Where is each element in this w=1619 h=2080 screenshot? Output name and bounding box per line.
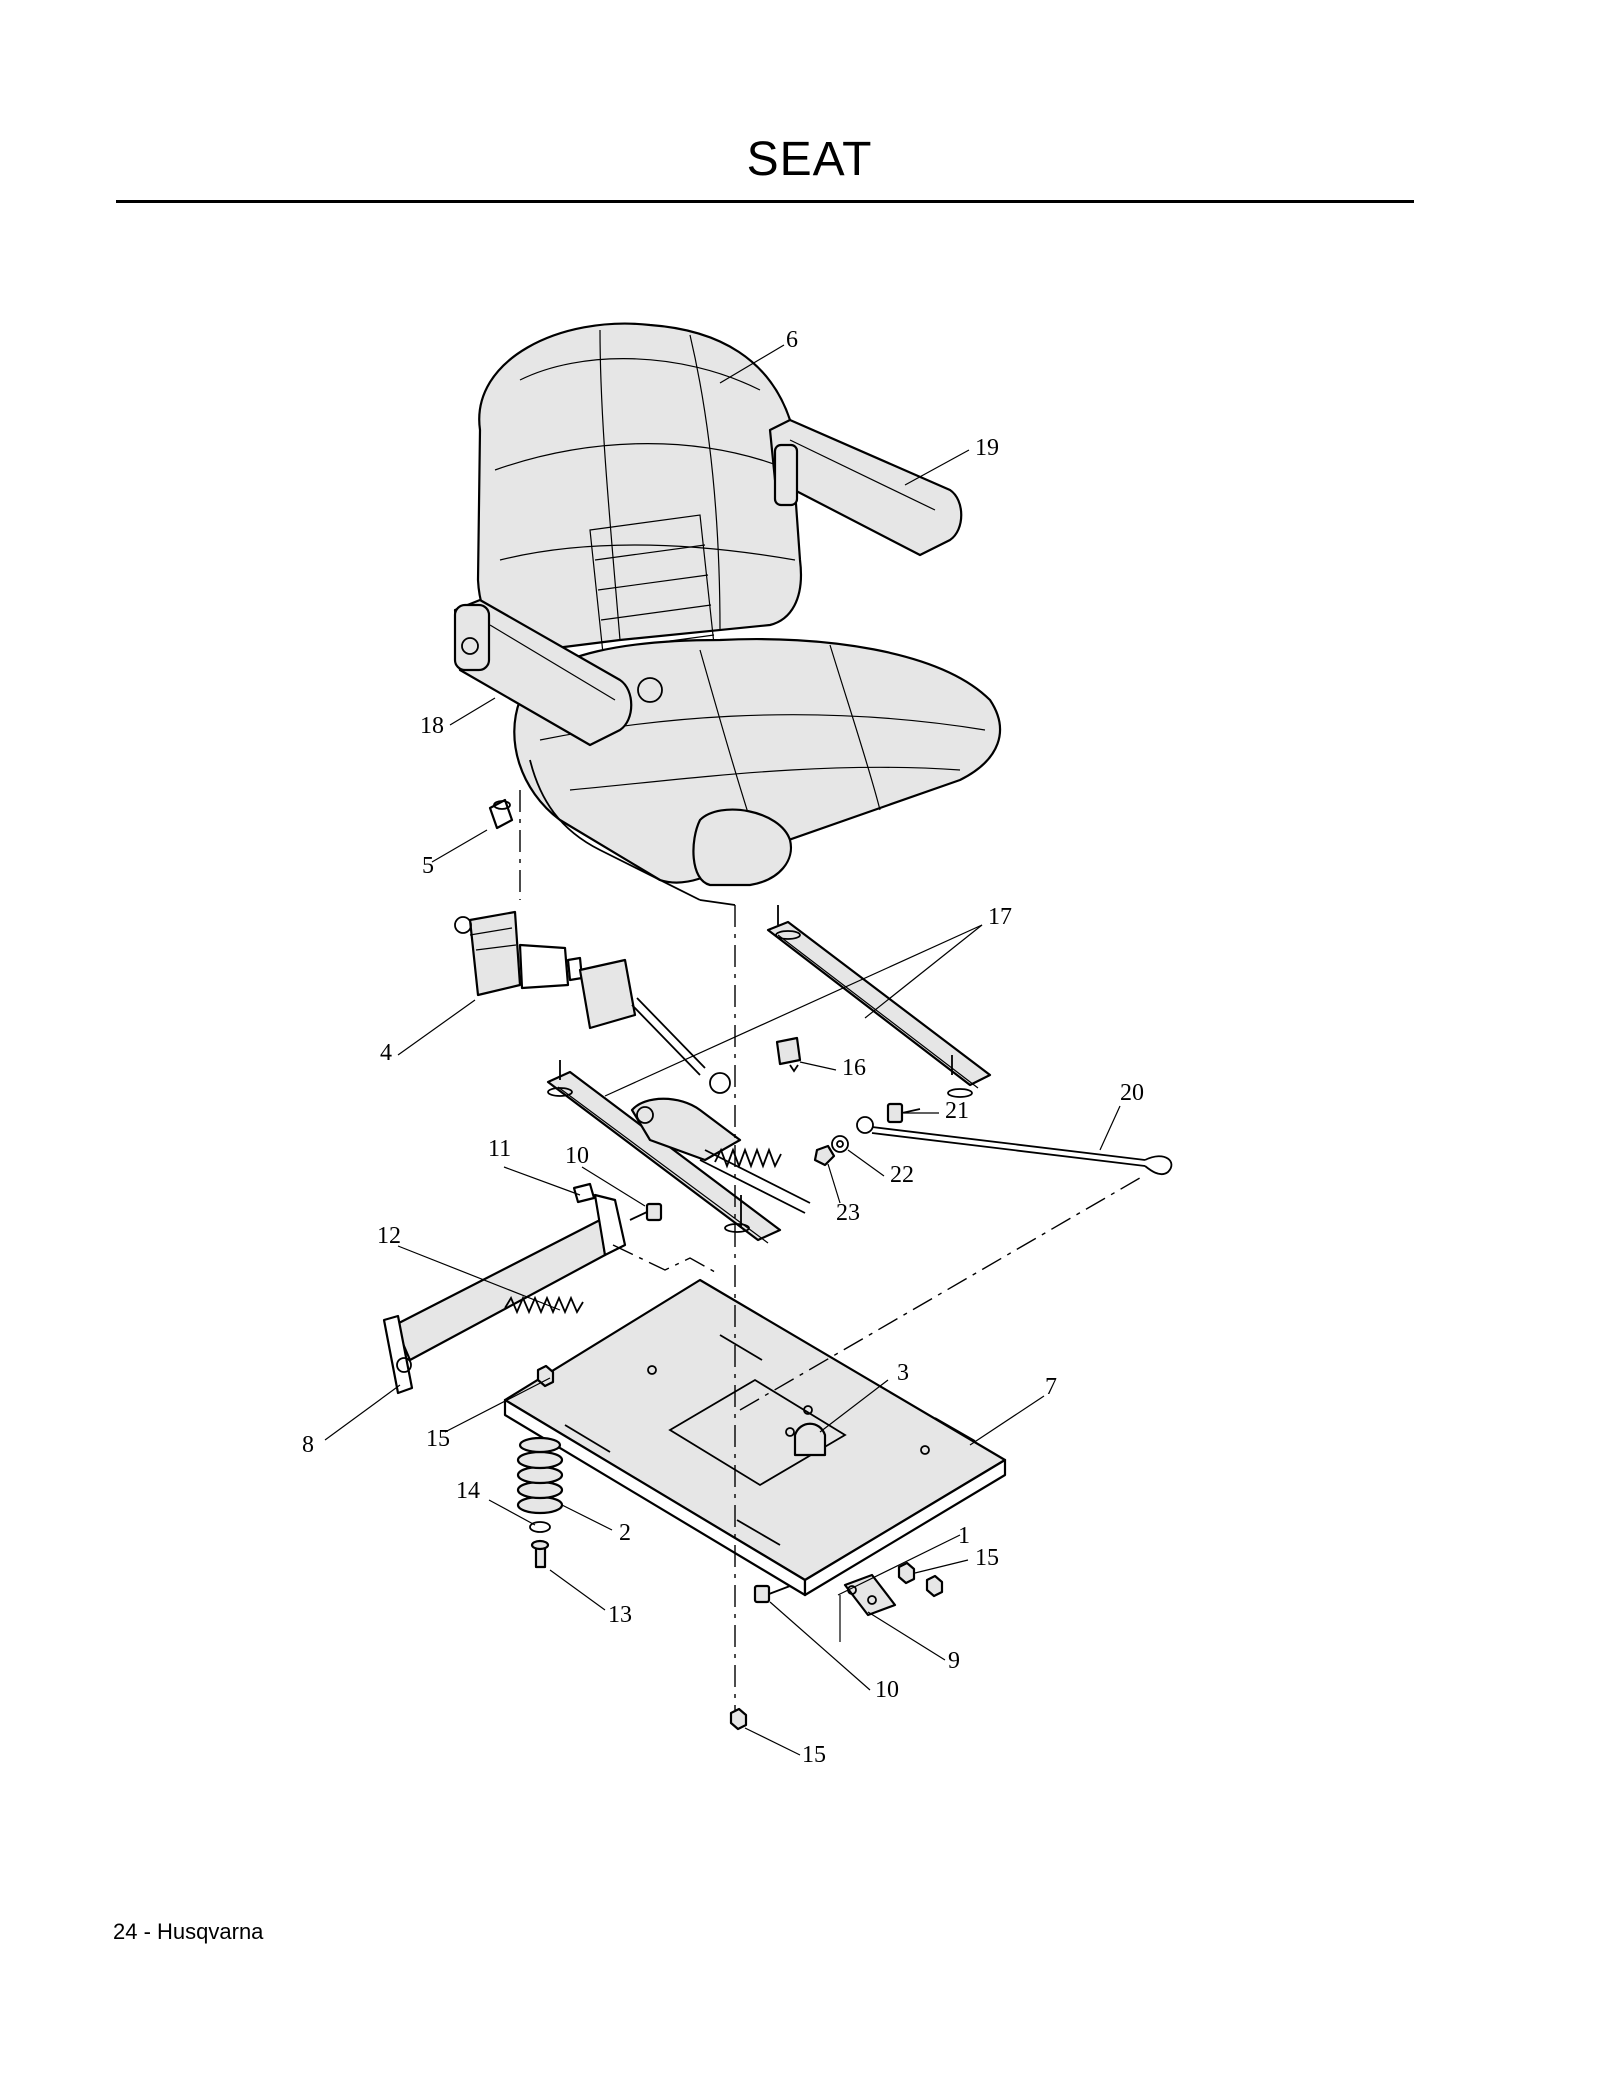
callout-17: 17	[988, 904, 1012, 930]
nut-15-b-part	[897, 1561, 944, 1598]
nut-15-c-part	[729, 1707, 748, 1731]
title-divider	[116, 200, 1414, 203]
suspension-spring-part	[516, 1436, 564, 1515]
washer-14-part	[529, 1521, 551, 1533]
callout-22: 22	[890, 1162, 914, 1188]
nut-15-a-part	[536, 1364, 555, 1388]
callout-13: 13	[608, 1602, 632, 1628]
callout-21: 21	[945, 1098, 969, 1124]
washer-22-part	[831, 1135, 849, 1153]
seat-pan-part	[503, 1278, 1007, 1597]
callout-11: 11	[488, 1136, 511, 1162]
callout-14: 14	[456, 1478, 480, 1504]
left-seat-rail-part	[546, 1060, 811, 1244]
callout-10-lower: 10	[875, 1677, 899, 1703]
callout-19: 19	[975, 435, 999, 461]
hinge-bracket-part	[843, 1573, 897, 1617]
callout-15-a: 15	[426, 1426, 450, 1452]
callout-2: 2	[619, 1520, 631, 1546]
callout-18: 18	[420, 713, 444, 739]
nut-23-part	[813, 1144, 836, 1167]
callout-6: 6	[786, 327, 798, 353]
callout-8: 8	[302, 1432, 314, 1458]
callout-3: 3	[897, 1360, 909, 1386]
callout-15-b: 15	[975, 1545, 999, 1571]
callout-12: 12	[377, 1223, 401, 1249]
callout-20: 20	[1120, 1080, 1144, 1106]
seat-switch-part	[775, 1036, 802, 1073]
bolt-10-upper-part	[629, 1202, 663, 1222]
callout-23: 23	[836, 1200, 860, 1226]
bushing-part	[488, 798, 514, 830]
callout-7: 7	[1045, 1374, 1057, 1400]
return-spring-part	[504, 1295, 584, 1315]
callout-9: 9	[948, 1648, 960, 1674]
page-title: SEAT	[746, 133, 873, 186]
callout-15-c: 15	[802, 1742, 826, 1768]
callout-5: 5	[422, 853, 434, 879]
leader-lines	[324, 344, 1121, 1756]
bolt-13-part	[530, 1539, 550, 1569]
callout-4: 4	[380, 1040, 392, 1066]
latch-bracket-part	[382, 1182, 627, 1395]
callout-labels: 6 19 18 5 17 4 16 20 21 22 23 11 10 12 3…	[302, 327, 1144, 1768]
bolt-10-lower-part	[753, 1584, 791, 1604]
right-armrest-part	[768, 418, 963, 557]
left-armrest-part	[453, 598, 663, 747]
seat-cushion-part	[476, 322, 1002, 906]
switch-bracket-part	[793, 1422, 827, 1457]
seat-belt-part	[454, 910, 731, 1094]
callout-10-upper: 10	[565, 1143, 589, 1169]
adjuster-rod-part	[856, 1116, 1173, 1176]
bolt-21-part	[886, 1102, 921, 1124]
callout-1: 1	[958, 1523, 970, 1549]
right-seat-rail-part	[766, 905, 992, 1098]
page-footer: 24 - Husqvarna	[113, 1919, 264, 1944]
callout-16: 16	[842, 1055, 866, 1081]
